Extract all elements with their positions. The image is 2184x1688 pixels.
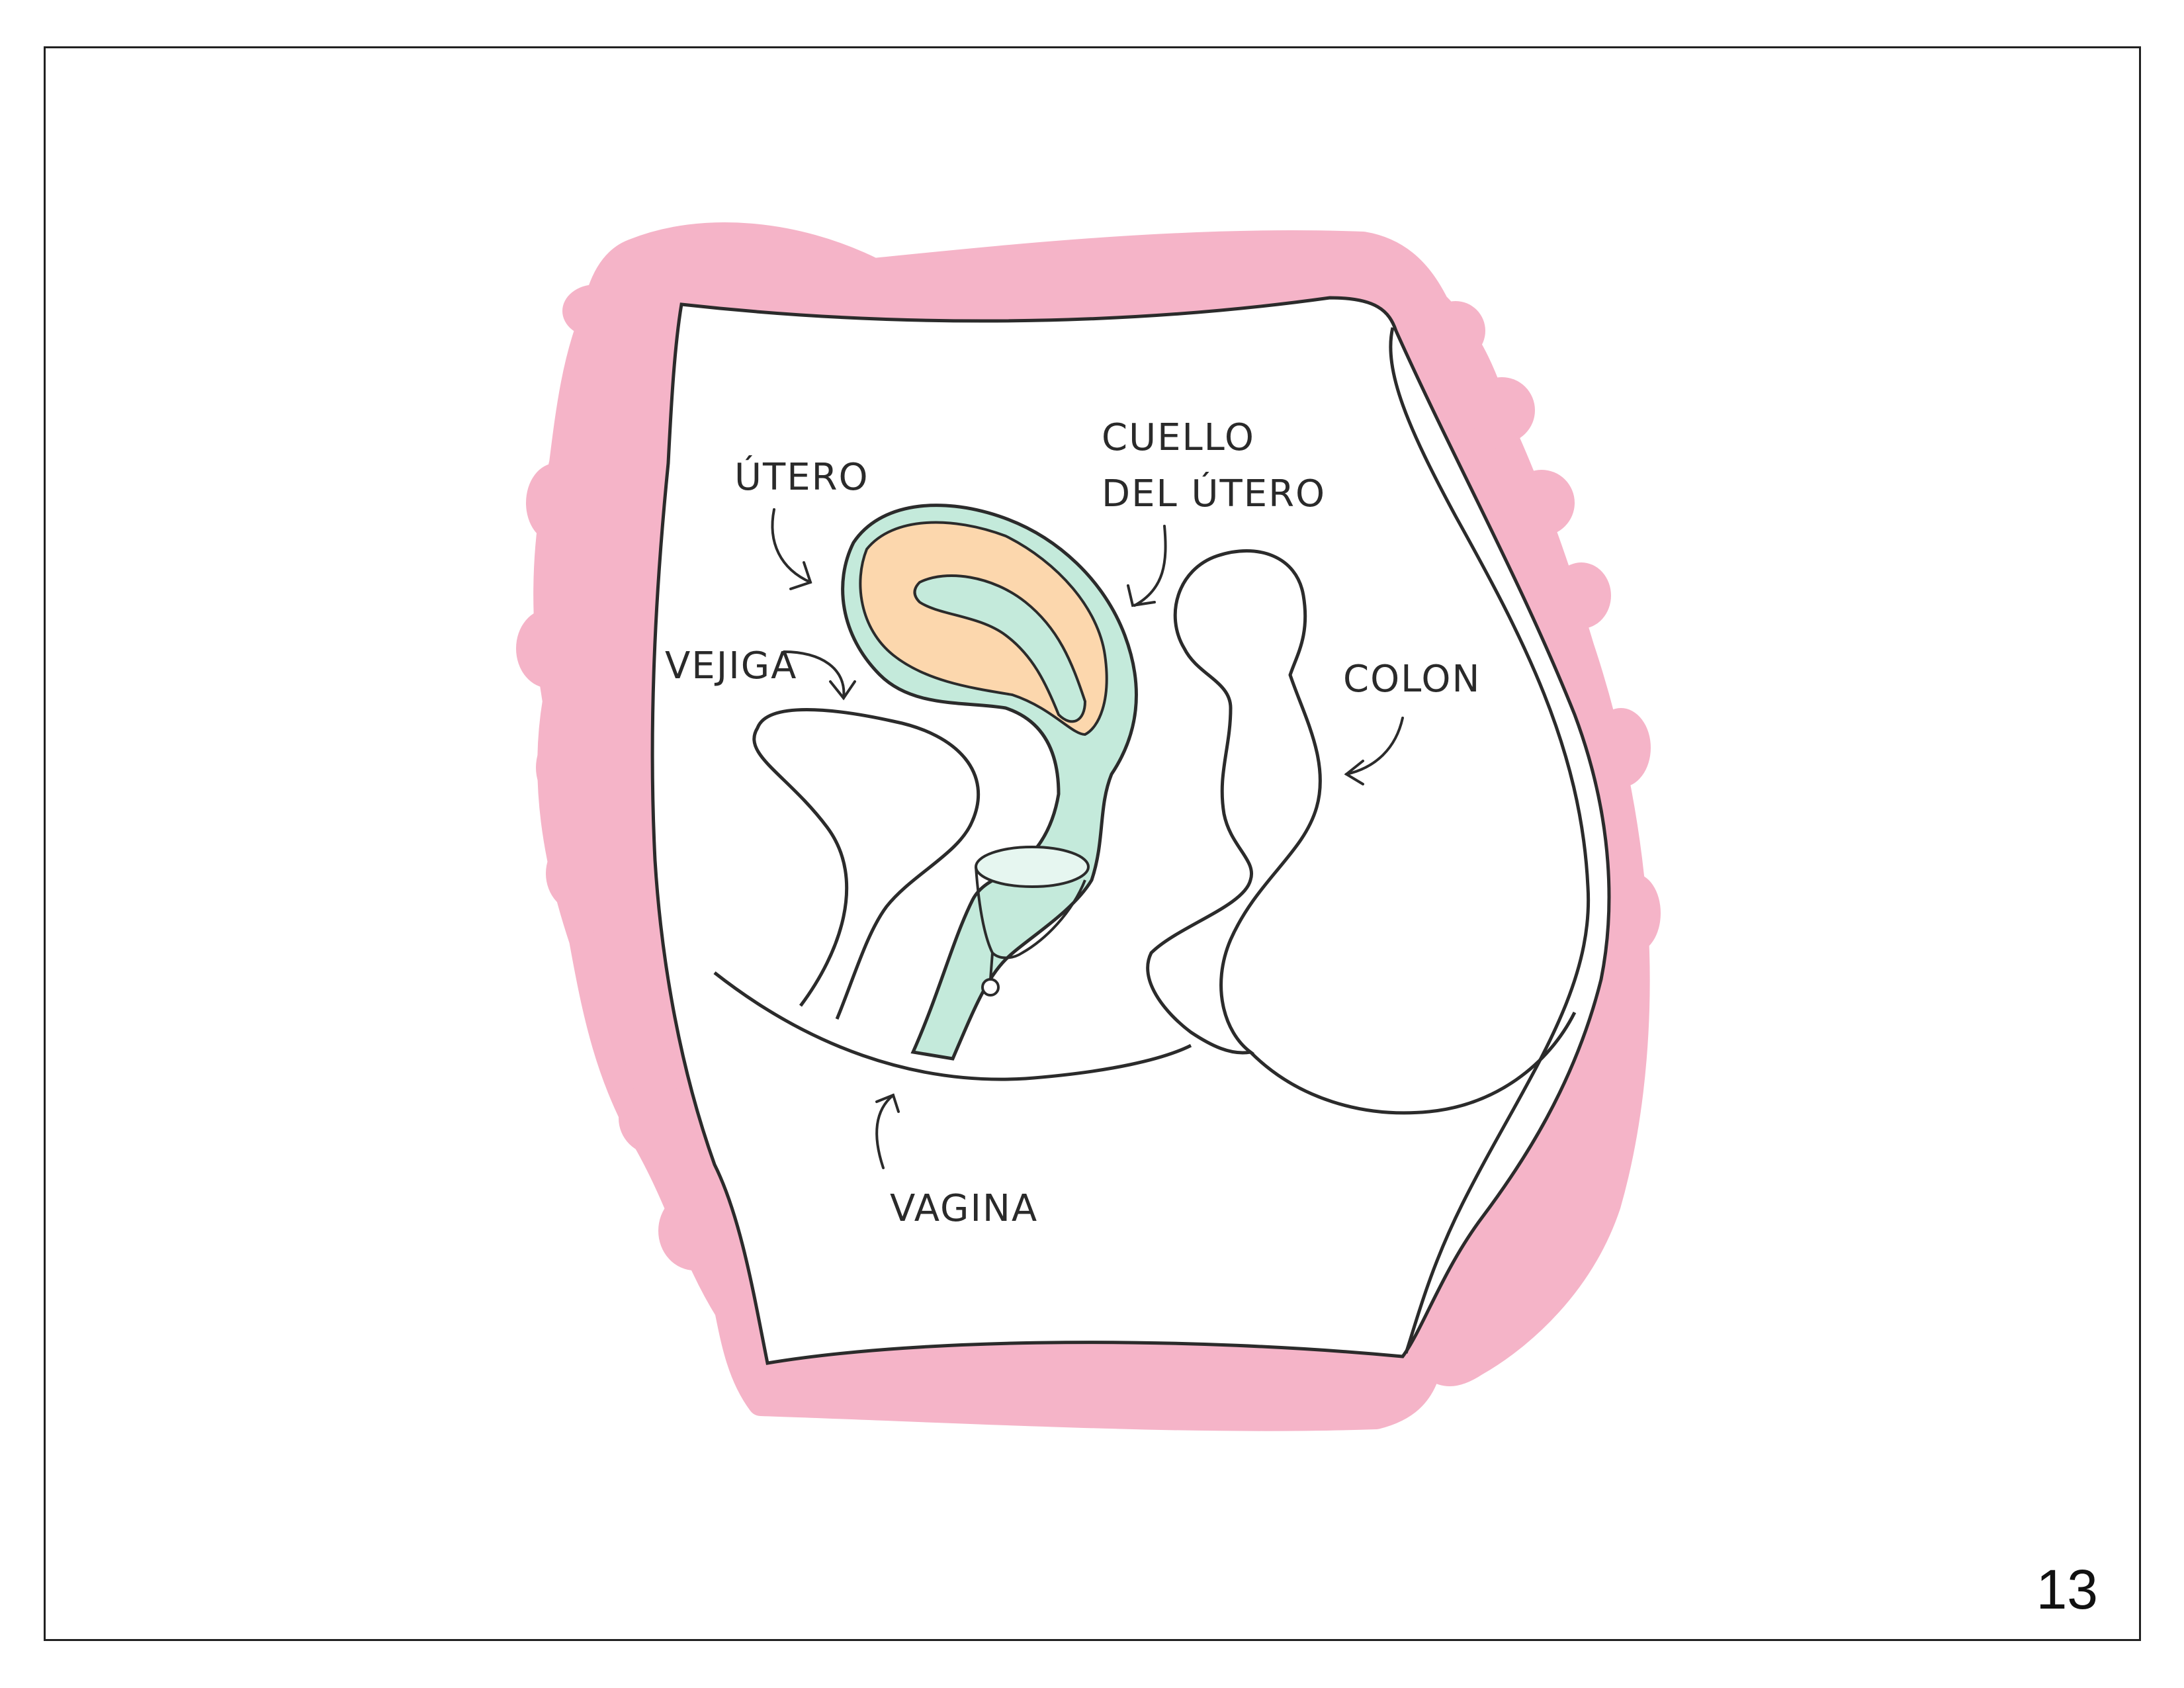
arrow-utero-icon [771,508,812,590]
arrow-vejiga-icon [783,650,856,701]
menstrual-cup [975,846,1090,997]
arrow-colon-icon [1344,717,1404,785]
page-frame [44,46,2141,1641]
page-number: 13 [2036,1558,2098,1621]
label-utero: ÚTERO [734,456,869,499]
bladder-shape [752,708,981,1020]
label-vejiga: VEJIGA [665,644,797,688]
pelvic-floor-curve [713,971,1192,1081]
label-colon: COLON [1343,658,1481,701]
colon-base [1249,1011,1577,1115]
label-cuello-line2: DEL ÚTERO [1102,472,1326,515]
label-vagina: VAGINA [890,1187,1038,1230]
hip-contour [1389,327,1591,1354]
label-cuello-line1: CUELLO [1102,416,1255,459]
pink-brush-lumps [516,285,1661,1356]
colon-shape [1146,549,1322,1055]
uterine-cavity [913,574,1087,723]
arrow-cuello-icon [1127,525,1167,607]
arrows [771,508,1404,1169]
arrow-vagina-icon [875,1093,900,1169]
